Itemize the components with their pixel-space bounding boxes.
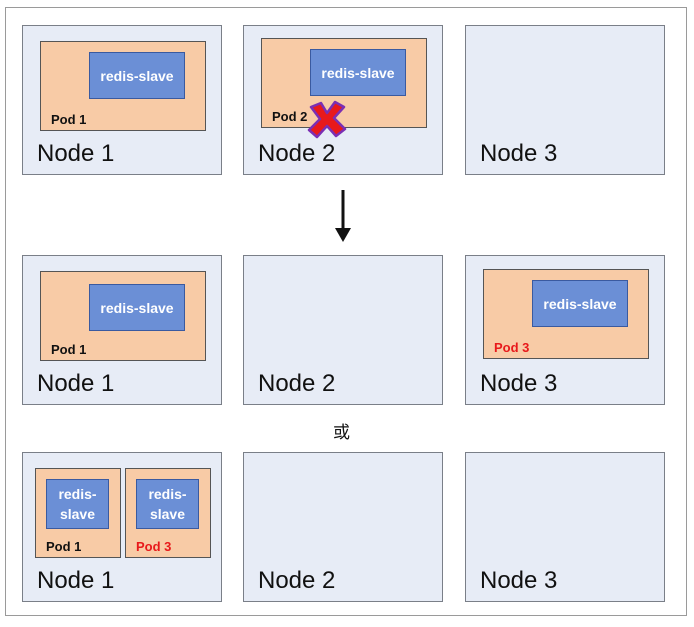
row1-node1: redis-slave Pod 1 Node 1	[22, 25, 222, 175]
row3-redis-slave-3: redis- slave	[136, 479, 199, 529]
row1-redis-slave-1: redis-slave	[89, 52, 185, 99]
row2-pod1: redis-slave Pod 1	[40, 271, 206, 361]
row3-node3: Node 3	[465, 452, 665, 602]
row2-node3-label: Node 3	[480, 370, 558, 397]
row3-pod1-label: Pod 1	[46, 539, 82, 554]
row3-node1: redis- slave Pod 1 redis- slave Pod 3 No…	[22, 452, 222, 602]
row3-node2: Node 2	[243, 452, 443, 602]
row2-pod3-label: Pod 3	[494, 340, 530, 355]
row2-redis-slave-3: redis-slave	[532, 280, 628, 327]
row3-node1-label: Node 1	[37, 567, 115, 594]
row2-node1-label: Node 1	[37, 370, 115, 397]
row2-redis-slave-1: redis-slave	[89, 284, 185, 331]
row3-pod3-label: Pod 3	[136, 539, 172, 554]
row1-redis-slave-2: redis-slave	[310, 49, 406, 96]
x-mark-icon	[307, 100, 347, 139]
row1-node2-label: Node 2	[258, 140, 336, 167]
row1-node3: Node 3	[465, 25, 665, 175]
row3-pod1: redis- slave Pod 1	[35, 468, 121, 558]
row3-redis-slave-1: redis- slave	[46, 479, 109, 529]
row3-node2-label: Node 2	[258, 567, 336, 594]
row2-node2-label: Node 2	[258, 370, 336, 397]
row2-pod1-label: Pod 1	[51, 342, 87, 357]
row1-pod1: redis-slave Pod 1	[40, 41, 206, 131]
row1-pod1-label: Pod 1	[51, 112, 87, 127]
row2-node3: redis-slave Pod 3 Node 3	[465, 255, 665, 405]
row2-pod3: redis-slave Pod 3	[483, 269, 649, 359]
row1-pod2-label: Pod 2	[272, 109, 308, 124]
row1-node3-label: Node 3	[480, 140, 558, 167]
row1-node1-label: Node 1	[37, 140, 115, 167]
row2-node1: redis-slave Pod 1 Node 1	[22, 255, 222, 405]
down-arrow-icon	[335, 190, 351, 242]
row2-node2: Node 2	[243, 255, 443, 405]
row3-pod3: redis- slave Pod 3	[125, 468, 211, 558]
row3-node3-label: Node 3	[480, 567, 558, 594]
or-label: 或	[333, 423, 350, 443]
